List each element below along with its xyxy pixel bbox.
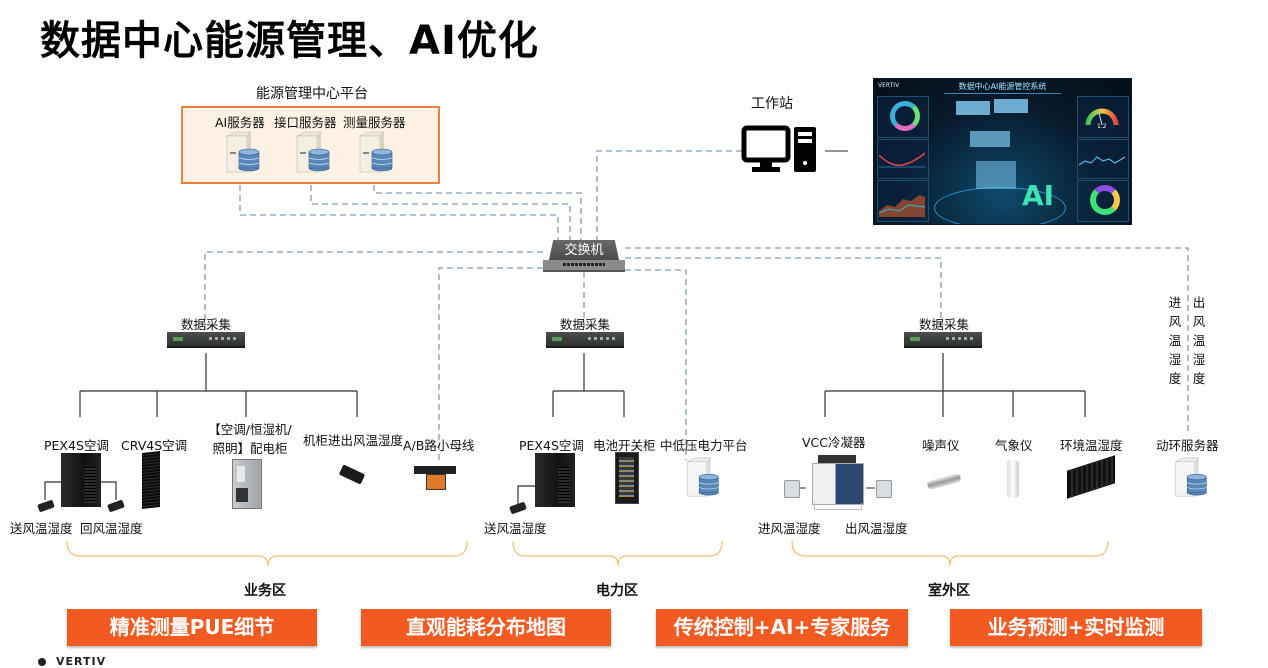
device-label-vcc-condenser: VCC冷凝器 xyxy=(802,435,866,450)
server-database-icon xyxy=(687,457,719,497)
tree-business xyxy=(79,353,358,417)
data-collector-device xyxy=(904,332,982,348)
dashboard-panel xyxy=(1077,139,1129,179)
ai-server-label: AI服务器 xyxy=(215,115,265,130)
footer-brand-text: VERTIV xyxy=(56,655,107,668)
link-switch-collector-1 xyxy=(204,251,543,330)
line-chart-icon xyxy=(1079,156,1125,166)
link-switch-env-server xyxy=(625,247,1189,432)
banner-energy-map: 直观能耗分布地图 xyxy=(361,609,611,646)
measure-server-label: 测量服务器 xyxy=(343,115,406,130)
server-database-icon xyxy=(359,131,393,173)
link-workstation-switch xyxy=(596,150,742,240)
zone-label-power: 电力区 xyxy=(596,583,638,599)
busway-module-icon xyxy=(426,474,446,490)
busway-icon xyxy=(414,466,456,474)
pex4s-ac-unit-icon xyxy=(535,453,575,507)
collector-label-outdoor: 数据采集 xyxy=(919,317,970,332)
zone-label-business: 业务区 xyxy=(244,583,286,599)
sensor-label-inlet-air: 进风温湿度 xyxy=(758,521,821,536)
device-label-env-temp-humidity: 环境温湿度 xyxy=(1060,438,1123,453)
footer-brand-logo: VERTIV xyxy=(38,655,106,668)
outlet-air-sensor-icon xyxy=(876,480,892,498)
dashboard-title: 数据中心AI能源管控系统 xyxy=(944,81,1061,94)
brand-logo-icon xyxy=(38,658,46,666)
dashboard-panel xyxy=(1077,96,1129,138)
battery-switch-cabinet-icon xyxy=(615,452,639,504)
data-collector-device xyxy=(546,332,624,348)
donut-chart-icon xyxy=(1090,185,1120,215)
dashboard-brand: VERTIV xyxy=(878,82,900,89)
device-label-distribution-cabinet: 【空调/恒湿机/照明】配电柜 xyxy=(208,422,292,456)
line-chart-icon xyxy=(879,152,925,168)
tree-outdoor xyxy=(824,353,1086,417)
data-collector-device xyxy=(167,332,245,348)
pex4s-ac-unit-icon xyxy=(61,453,101,507)
outlet-temp-humidity-vertical-label: 出风温湿度 xyxy=(1192,295,1206,386)
sensor-label-supply-air: 送风温湿度 xyxy=(10,521,73,536)
page-title: 数据中心能源管理、AI优化 xyxy=(40,18,539,64)
device-label-rack-temp-humidity: 机柜进出风温湿度 xyxy=(303,433,404,448)
device-label-busway: A/B路小母线 xyxy=(403,438,475,453)
network-switch: 交换机 xyxy=(543,240,625,272)
sensor-label-return-air: 回风温湿度 xyxy=(80,521,143,536)
device-label-battery-cabinet: 电池开关柜 xyxy=(593,438,656,453)
area-chart-icon xyxy=(879,195,925,217)
link-ai-server-switch xyxy=(239,185,559,240)
interface-server-label: 接口服务器 xyxy=(274,115,337,130)
collector-label-business: 数据采集 xyxy=(181,317,232,332)
rack-graphic xyxy=(956,101,990,115)
platform-title: 能源管理中心平台 xyxy=(256,86,368,102)
device-label-power-platform: 中低压电力平台 xyxy=(660,438,748,453)
env-server-label: 动环服务器 xyxy=(1156,438,1219,453)
crv4s-ac-unit-icon xyxy=(142,451,160,509)
switch-label: 交换机 xyxy=(549,240,619,260)
tree-power xyxy=(552,353,625,417)
banner-prediction-monitoring: 业务预测+实时监测 xyxy=(950,609,1202,646)
weather-station-icon xyxy=(1007,460,1019,498)
bracket-outdoor xyxy=(791,540,1109,567)
banner-ai-control: 传统控制+AI+专家服务 xyxy=(656,609,908,646)
server-database-icon xyxy=(1175,457,1207,497)
donut-chart-icon xyxy=(890,101,920,131)
device-label-weather-station: 气象仪 xyxy=(995,438,1033,453)
device-label-pex4s-power: PEX4S空调 xyxy=(519,438,584,453)
distribution-cabinet-icon xyxy=(232,459,262,509)
gauge-icon xyxy=(1085,108,1119,126)
link-switch-busway xyxy=(438,267,543,460)
dashboard-panel xyxy=(877,139,929,179)
bracket-power xyxy=(512,540,723,567)
rack-graphic xyxy=(976,161,1016,189)
sensor-label-supply-air-power: 送风温湿度 xyxy=(484,521,547,536)
dashboard-ai-text: AI xyxy=(1022,179,1055,212)
vcc-condenser-icon xyxy=(812,455,864,510)
collector-label-power: 数据采集 xyxy=(560,317,611,332)
rack-graphic xyxy=(970,131,1010,147)
server-database-icon xyxy=(296,131,330,173)
device-label-crv4s: CRV4S空调 xyxy=(121,438,188,453)
bracket-business xyxy=(66,540,468,567)
switch-ports-icon xyxy=(563,263,605,266)
link-interface-server-switch xyxy=(310,185,571,240)
link-measure-server-switch xyxy=(373,185,582,240)
link-switch-power-platform xyxy=(625,269,687,460)
link-switch-collector-3 xyxy=(625,257,942,330)
inlet-temp-humidity-vertical-label: 进风温湿度 xyxy=(1168,295,1182,386)
rack-graphic xyxy=(994,99,1028,113)
device-label-pex4s-business: PEX4S空调 xyxy=(44,438,109,453)
sensor-label-outlet-air: 出风温湿度 xyxy=(845,521,908,536)
workstation-label: 工作站 xyxy=(751,96,793,112)
device-label-noise-meter: 噪声仪 xyxy=(922,438,960,453)
server-database-icon xyxy=(226,131,260,173)
banner-pue-measurement: 精准测量PUE细节 xyxy=(67,609,317,646)
zone-label-outdoor: 室外区 xyxy=(928,583,970,599)
ai-dashboard-screen: VERTIV 数据中心AI能源管控系统 1.2 AI xyxy=(873,78,1132,225)
inlet-air-sensor-icon xyxy=(784,480,800,498)
desktop-computer-icon xyxy=(741,125,816,172)
gauge-value: 1.2 xyxy=(1097,123,1107,130)
